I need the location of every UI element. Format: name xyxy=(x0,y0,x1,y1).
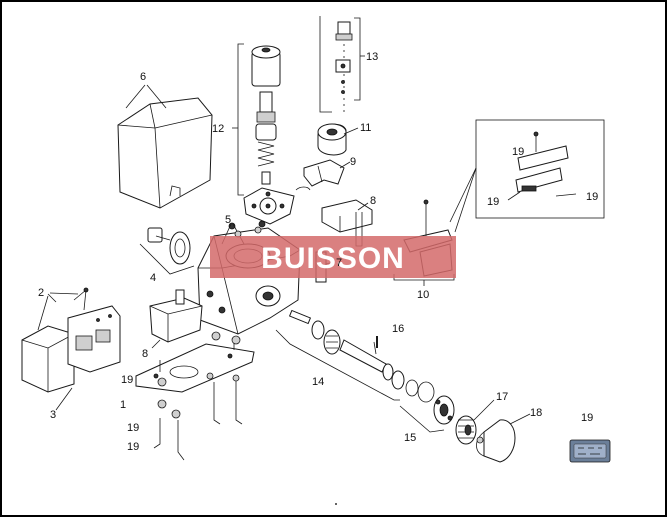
callout-19f: 19 xyxy=(127,441,139,453)
callout-1: 1 xyxy=(120,399,126,411)
part-plate-upper xyxy=(321,199,373,247)
part-base-plate xyxy=(135,342,255,461)
part-block-lower xyxy=(149,289,203,343)
part-bushing xyxy=(317,123,347,156)
watermark: BUISSON xyxy=(210,236,456,278)
part-parts-bag xyxy=(569,439,611,463)
callout-2: 2 xyxy=(38,287,44,299)
callout-13: 13 xyxy=(366,51,378,63)
callout-5: 5 xyxy=(225,214,231,226)
callout-16: 16 xyxy=(392,323,404,335)
leader-11 xyxy=(343,127,359,135)
callout-19e: 19 xyxy=(127,422,139,434)
callout-19c: 19 xyxy=(586,191,598,203)
callout-4: 4 xyxy=(150,272,156,284)
callout-17: 17 xyxy=(496,391,508,403)
callout-15: 15 xyxy=(404,432,416,444)
callout-12: 12 xyxy=(212,123,224,135)
leader-3 xyxy=(55,387,73,411)
callout-19d: 19 xyxy=(121,374,133,386)
part-pump-plate xyxy=(243,186,311,225)
leader-8b xyxy=(151,339,161,349)
callout-6: 6 xyxy=(140,71,146,83)
callout-8b: 8 xyxy=(142,348,148,360)
detail-box xyxy=(449,119,605,233)
bracket-12 xyxy=(232,43,244,196)
callout-7: 7 xyxy=(336,257,342,269)
leader-6 xyxy=(125,84,167,109)
bracket-4 xyxy=(139,243,195,275)
stray-dot xyxy=(335,503,337,505)
leader-18 xyxy=(509,413,531,425)
callout-9: 9 xyxy=(350,156,356,168)
callout-8a: 8 xyxy=(370,195,376,207)
bracket-15 xyxy=(399,405,445,433)
callout-labels: 1 2 3 4 5 6 7 8 8 9 10 11 12 13 14 15 16… xyxy=(38,51,598,453)
part-shaft-assembly xyxy=(288,309,435,403)
callout-19b: 19 xyxy=(487,196,499,208)
callout-19a: 19 xyxy=(512,146,524,158)
bracket-14 xyxy=(275,329,400,401)
part-clip xyxy=(303,159,345,187)
part-cover xyxy=(117,97,213,209)
callout-19g: 19 xyxy=(581,412,593,424)
callout-3: 3 xyxy=(50,409,56,421)
leader-17 xyxy=(473,399,495,421)
part-control-box xyxy=(21,287,121,393)
leader-8a xyxy=(357,202,369,211)
bracket-13 xyxy=(354,17,365,101)
callout-11: 11 xyxy=(360,122,371,134)
part-flange-wheel xyxy=(147,227,191,265)
washers xyxy=(157,226,262,419)
part-cap xyxy=(476,419,516,463)
callout-10: 10 xyxy=(417,289,429,301)
callout-18: 18 xyxy=(530,407,542,419)
part-motor-stack xyxy=(251,45,281,185)
part-gear xyxy=(433,395,477,445)
watermark-text: BUISSON xyxy=(261,242,405,275)
part-small-hardware xyxy=(319,16,353,113)
leader-2 xyxy=(47,292,79,303)
leader-9 xyxy=(339,161,351,169)
callout-14: 14 xyxy=(312,376,324,388)
